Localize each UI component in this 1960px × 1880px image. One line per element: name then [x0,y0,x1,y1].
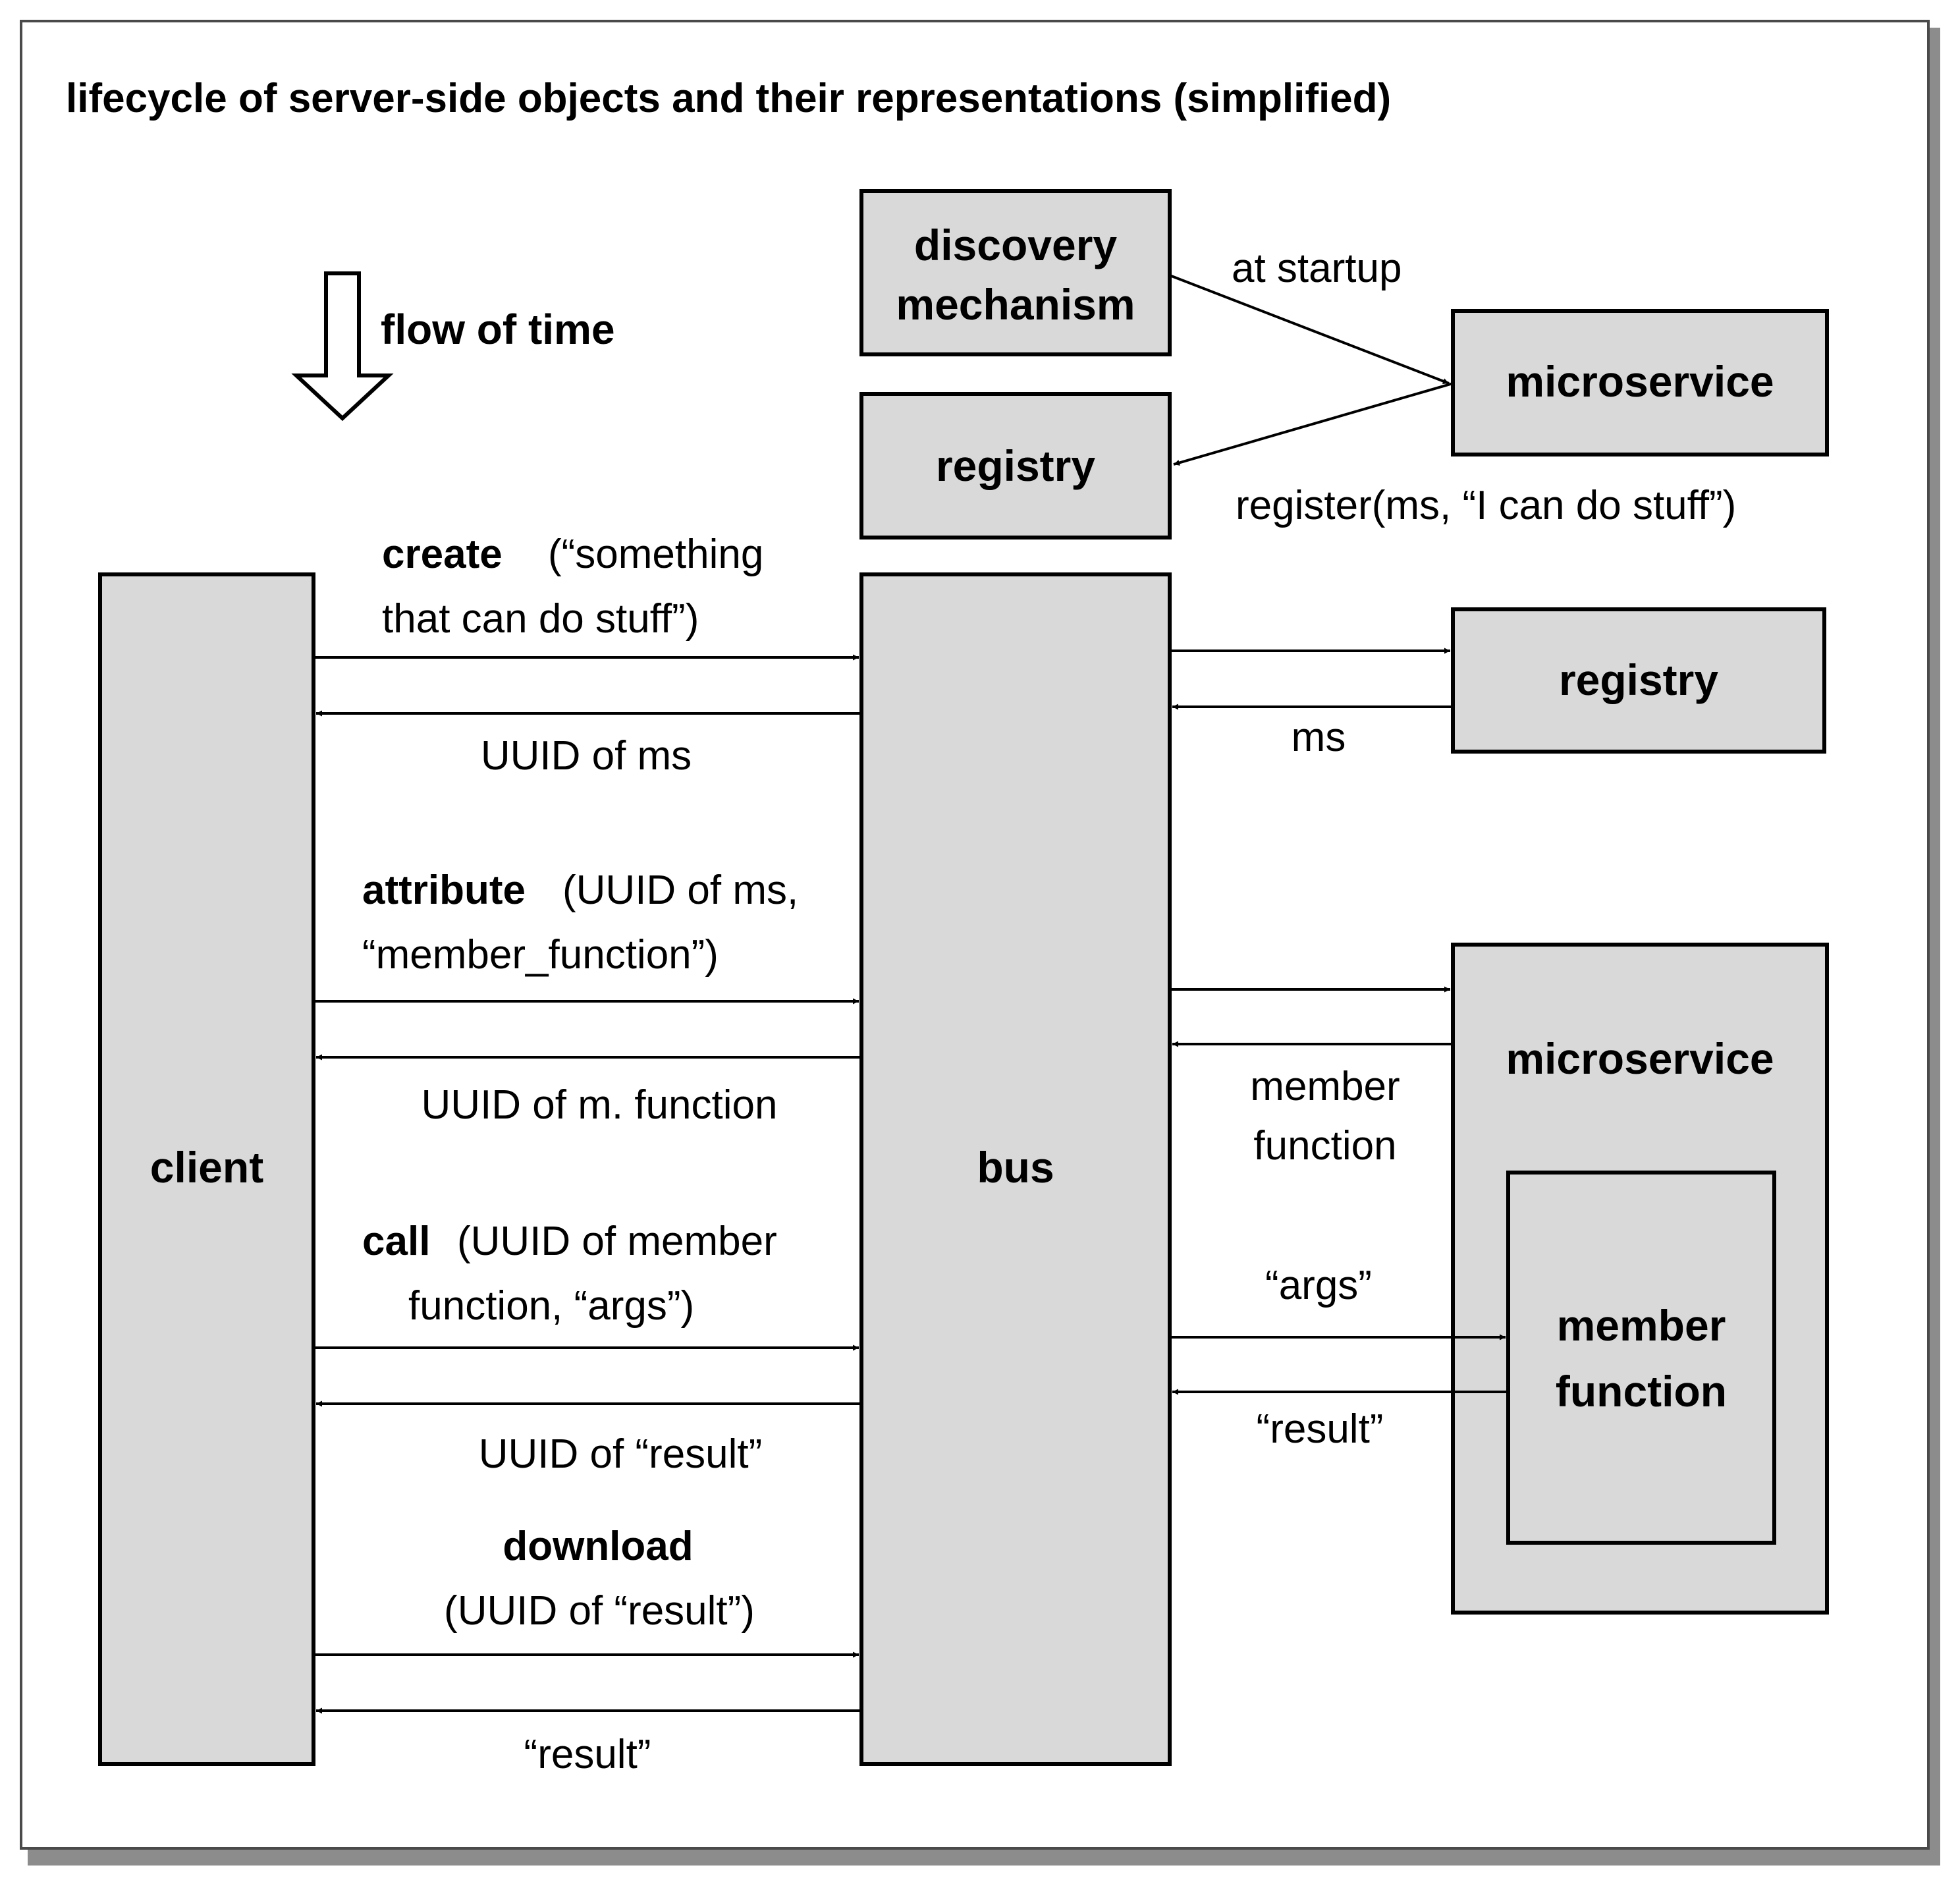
uuid-of-mfunction-label: UUID of m. function [422,1082,778,1128]
member-function-reply-line2: function [1253,1123,1396,1169]
discovery-label-line2: mechanism [896,280,1135,329]
registry-mid-label: registry [1559,655,1718,704]
ms-label: ms [1292,715,1346,760]
call-keyword: call [362,1219,430,1264]
attribute-args-line1: (UUID of ms, [562,868,798,913]
discovery-mechanism-box: discovery mechanism [859,189,1172,356]
create-args-line2: that can do stuff”) [382,596,699,642]
uuid-of-result-label: UUID of “result” [479,1431,763,1477]
registry-top-label: registry [936,441,1095,490]
member-function-label-line1: member [1557,1301,1726,1350]
microservice-top-label: microservice [1506,357,1774,406]
uuid-of-ms-label: UUID of ms [481,733,692,779]
call-args-line2: function, “args”) [408,1283,694,1329]
register-arrow [1173,382,1454,466]
flow-of-time-label: flow of time [381,306,615,353]
bus-label: bus [977,1143,1054,1192]
client-lifeline-box: client [98,572,315,1766]
registry-top-box: registry [859,392,1172,539]
register-label: register(ms, “I can do stuff”) [1236,483,1736,528]
attribute-args-line2: “member_function”) [362,932,719,978]
down-arrow-outline-icon [291,271,394,422]
result-client-label: “result” [524,1732,651,1777]
attribute-keyword: attribute [362,868,526,913]
client-label: client [150,1143,263,1192]
registry-mid-box: registry [1451,607,1826,754]
member-function-box: member function [1506,1171,1776,1545]
create-args-line1: (“something [548,532,763,577]
args-label: “args” [1265,1263,1372,1308]
discovery-label-line1: discovery [914,221,1117,269]
startup-arrow [1169,274,1450,385]
call-args-line1: (UUID of member [457,1219,777,1264]
bus-lifeline-box: bus [859,572,1172,1766]
create-keyword: create [382,532,503,577]
member-function-reply-line1: member [1250,1064,1400,1109]
microservice-top-box: microservice [1451,309,1829,456]
microservice-bottom-label: microservice [1506,1034,1774,1083]
download-args: (UUID of “result”) [444,1588,755,1634]
member-function-label-line2: function [1556,1367,1727,1416]
download-keyword: download [503,1524,693,1569]
diagram-title: lifecycle of server-side objects and the… [66,76,1391,121]
result-bus-label: “result” [1257,1406,1384,1452]
at-startup-label: at startup [1232,246,1402,291]
